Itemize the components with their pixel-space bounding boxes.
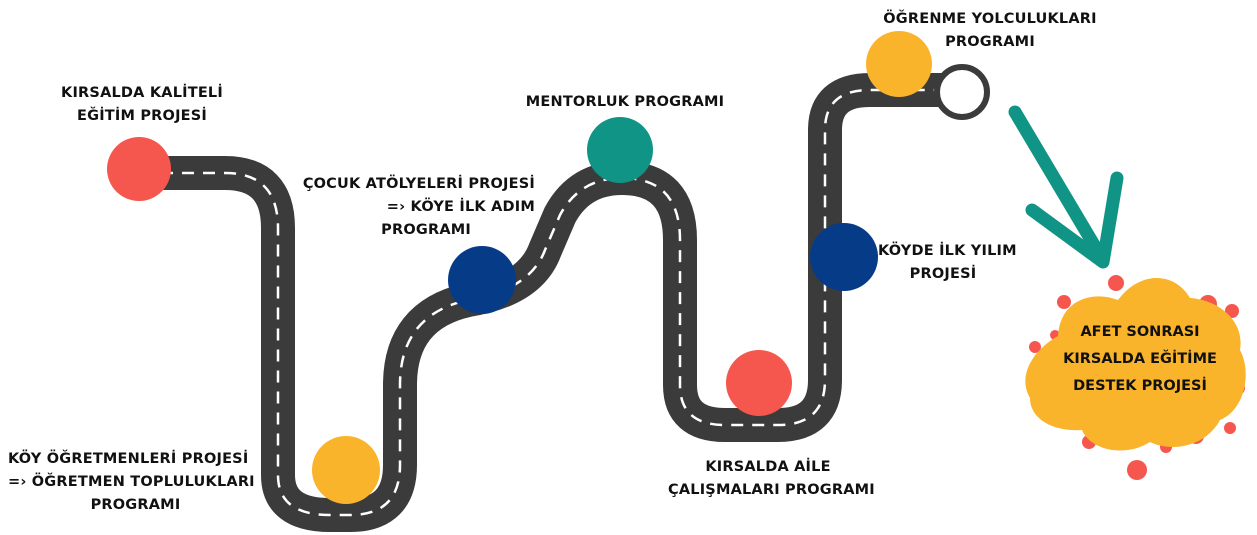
milestone-ogrenme-yolculuklari-label: ÖĞRENME YOLCULUKLARI PROGRAMI [883,11,1097,50]
milestone-koyde-ilk-yilim-label: KÖYDE İLK YILIM PROJESİ [878,243,1017,282]
arrow-down-right-icon [1008,105,1124,269]
milestone-ogrenme-yolculuklari-dot [866,31,932,97]
milestone-koyde-ilk-yilim-dot [810,223,878,291]
milestone-mentorluk-label: MENTORLUK PROGRAMI [525,94,725,110]
road-end-marker [934,64,990,120]
road-center-line [140,88,960,517]
milestone-aile-label: KIRSALDA AİLE ÇALIŞMALARI PROGRAMI [668,459,875,498]
milestone-kaliteli-dot [107,137,171,201]
milestone-cocuk-atolyeleri-label: ÇOCUK ATÖLYELERİ PROJESİ =› KÖYE İLK ADI… [302,176,535,238]
final-project-blob [1025,278,1246,451]
milestone-aile-dot [726,350,792,416]
milestone-cocuk-atolyeleri-dot [448,246,516,314]
final-project-label: AFET SONRASI KIRSALDA EĞİTİME DESTEK PRO… [1063,324,1217,394]
milestone-koy-ogretmenleri-dot [312,436,380,504]
milestone-kaliteli-label: KIRSALDA KALİTELİ EĞİTİM PROJESİ [61,85,223,124]
milestone-mentorluk-dot [587,117,653,183]
milestone-koy-ogretmenleri-label: KÖY ÖĞRETMENLERİ PROJESİ =› ÖĞRETMEN TOP… [8,451,255,513]
